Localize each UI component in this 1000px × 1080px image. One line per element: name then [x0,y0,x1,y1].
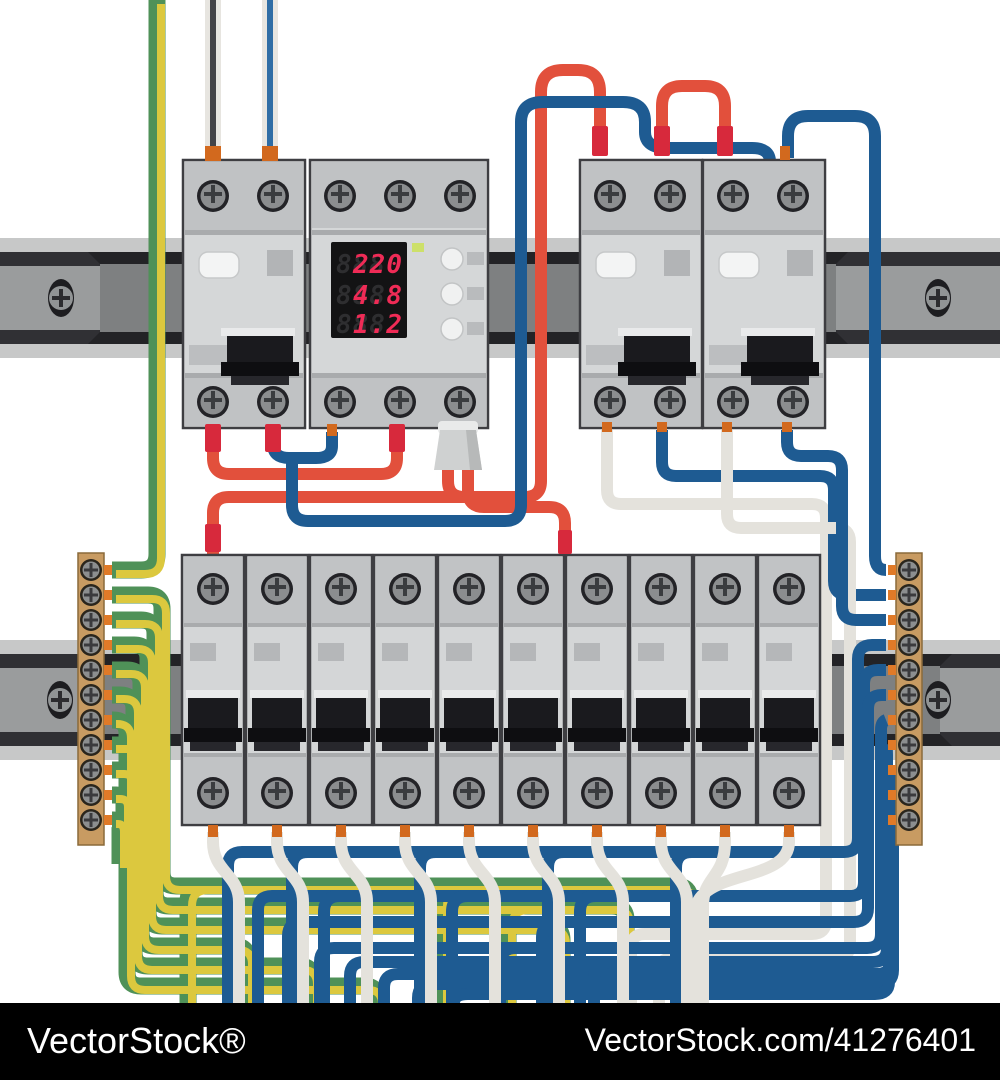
breaker-pole-4 [374,555,436,825]
breaker-pole-1 [182,555,244,825]
wire-ferrules [205,126,794,837]
display-power: 1.2 [353,310,403,340]
load-wires [207,832,795,1003]
watermark-brand: VectorStock® [27,1020,246,1061]
watermark-bar: VectorStock® VectorStock.com/41276401 [0,1003,1000,1080]
breaker-pole-10 [758,555,820,825]
breaker-pole-5 [438,555,500,825]
supply-cables [205,0,278,150]
rail-screw [925,681,951,719]
rcd-breaker-right-2 [703,160,825,428]
meter-button-1 [440,247,464,271]
rcd-breaker-right-1 [580,160,702,428]
meter-button-2 [440,282,464,306]
meter-button-3 [440,317,464,341]
watermark-credit: VectorStock.com/41276401 [585,1022,976,1058]
display-ghost-row3: 888 [336,310,386,340]
breaker-pole-2 [246,555,308,825]
earth-terminal-block [77,552,112,846]
display-voltage: 220 [352,250,403,280]
breaker-pole-9 [694,555,756,825]
display-current: 4.8 [353,281,403,311]
display-ghost-row1: 888 [336,250,386,280]
breaker-row [182,555,820,825]
breaker-pole-6 [502,555,564,825]
rail-screw [48,279,74,317]
meter-display: 888 888 888 220 4.8 1.2 [331,242,407,340]
digital-meter: 888 888 888 220 4.8 1.2 [308,158,490,430]
neutral-bus-wires [222,639,899,1004]
rail-screw [47,681,73,719]
meter-buttons [440,247,484,341]
display-ghost-row2: 888 [336,281,386,311]
breaker-pole-8 [630,555,692,825]
meter-led [412,243,424,252]
rcd-breaker-main [183,160,305,428]
breaker-pole-7 [566,555,628,825]
breaker-pole-3 [310,555,372,825]
neutral-terminal-block [888,552,923,846]
rail-screw [925,279,951,317]
clamp-connector [434,421,482,470]
